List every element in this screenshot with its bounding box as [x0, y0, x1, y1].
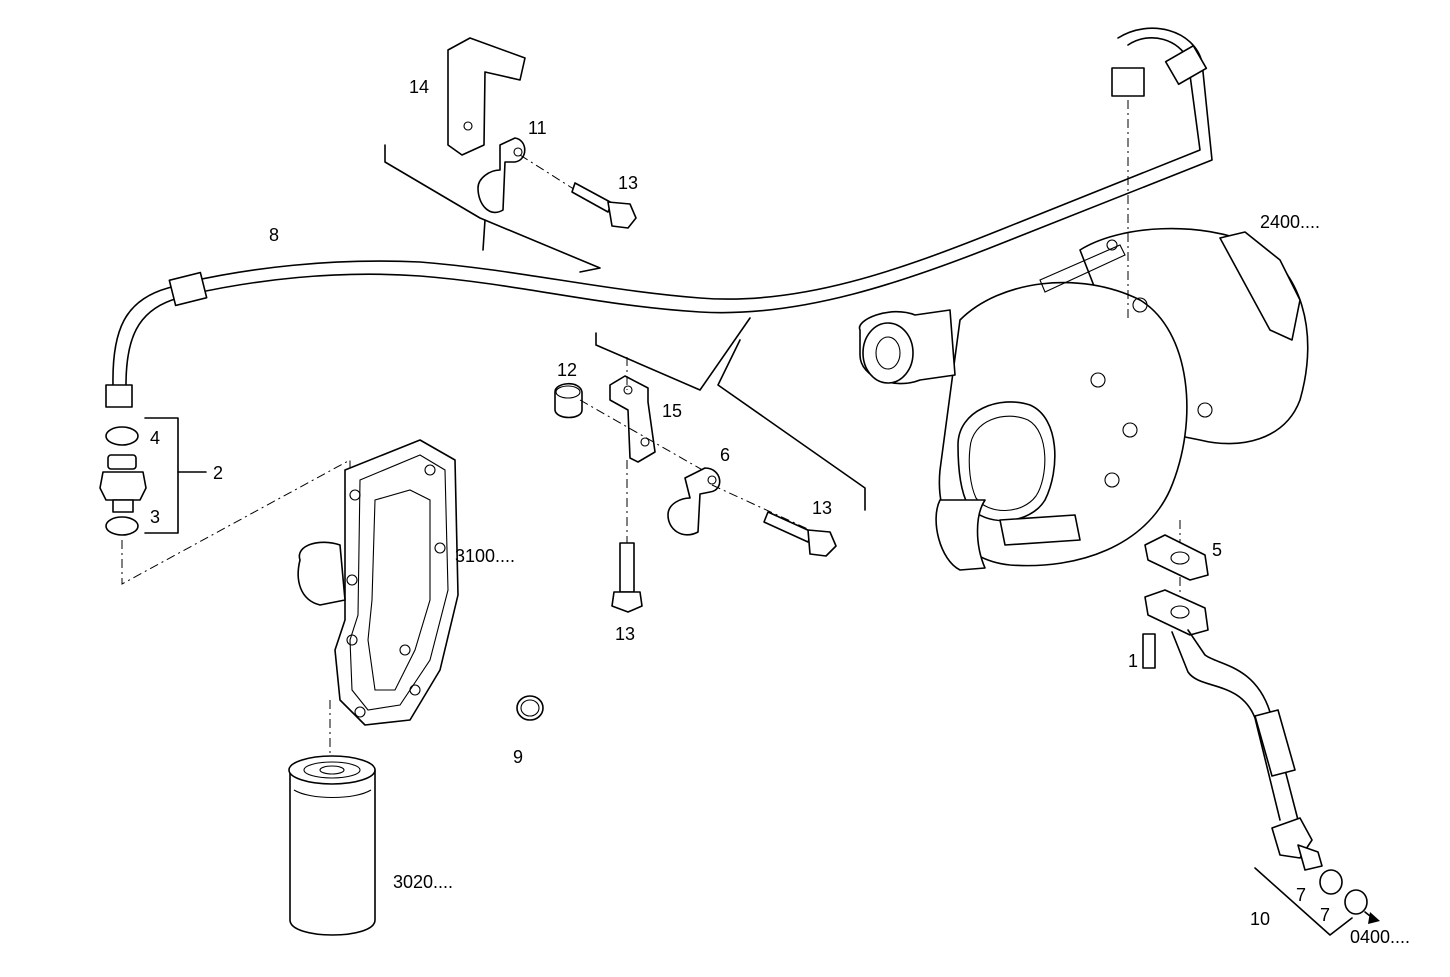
callout-7a: 7 [1296, 885, 1306, 905]
lower-bracket-group [554, 357, 837, 613]
o-ring-7a [1319, 869, 1343, 895]
callout-11: 11 [528, 118, 547, 138]
callout-8: 8 [269, 225, 279, 245]
callout-2: 2 [213, 463, 223, 483]
callout-5: 5 [1212, 540, 1222, 560]
pipe-8-leader [384, 144, 866, 511]
callout-14: 14 [409, 77, 429, 97]
o-ring-3 [105, 516, 139, 536]
adapter-group-2 [99, 417, 351, 585]
upper-bracket-group [447, 37, 637, 229]
bracket-15 [609, 375, 656, 463]
oil-pipe-8 [105, 27, 1213, 408]
callout-13-lower-right: 13 [812, 498, 832, 518]
callout-12: 12 [557, 360, 577, 380]
callout-13-lower-vertical: 13 [615, 624, 635, 644]
bolt-13-lower-vertical [619, 542, 635, 593]
clamp-11 [477, 137, 526, 214]
reference-2400: 2400.... [1260, 212, 1320, 232]
bolt-13-lower-right [763, 511, 813, 543]
reference-3100: 3100.... [455, 546, 515, 566]
o-ring-7b [1344, 889, 1368, 915]
reference-0400: 0400.... [1350, 927, 1410, 947]
callout-15: 15 [662, 401, 682, 421]
callout-10: 10 [1250, 909, 1270, 929]
callout-labels: 1 2 3 4 5 6 7 7 8 9 10 11 12 13 13 13 14… [150, 77, 1410, 947]
pipe-8-fitting-middle [168, 271, 208, 307]
pipe-8-fitting-turbo [1164, 44, 1208, 86]
adapter-hex [99, 471, 147, 501]
reference-3020: 3020.... [393, 872, 453, 892]
turbocharger-2400 [858, 100, 1309, 600]
callout-9: 9 [513, 747, 523, 767]
callout-4: 4 [150, 428, 160, 448]
return-pipe-group [1142, 534, 1380, 936]
o-ring-4 [105, 426, 139, 446]
return-pipe-flange [1144, 589, 1209, 636]
callout-3: 3 [150, 507, 160, 527]
bracket-14 [447, 37, 526, 156]
bolt-13-upper [571, 182, 613, 213]
callout-1: 1 [1128, 651, 1138, 671]
gasket-5 [1144, 534, 1209, 581]
bolt-1 [1142, 633, 1156, 669]
clamp-6 [667, 467, 721, 536]
pipe-8-fitting-top [1111, 67, 1145, 97]
filter-head-3100 [297, 439, 459, 760]
adapter-top [107, 454, 137, 470]
callout-6: 6 [720, 445, 730, 465]
adapter-thread [112, 499, 134, 513]
callout-13-upper: 13 [618, 173, 638, 193]
filter-cartridge-3020 [288, 755, 376, 936]
nut-12 [554, 382, 583, 419]
pipe-8-fitting-bottom [105, 384, 133, 408]
callout-7b: 7 [1320, 905, 1330, 925]
